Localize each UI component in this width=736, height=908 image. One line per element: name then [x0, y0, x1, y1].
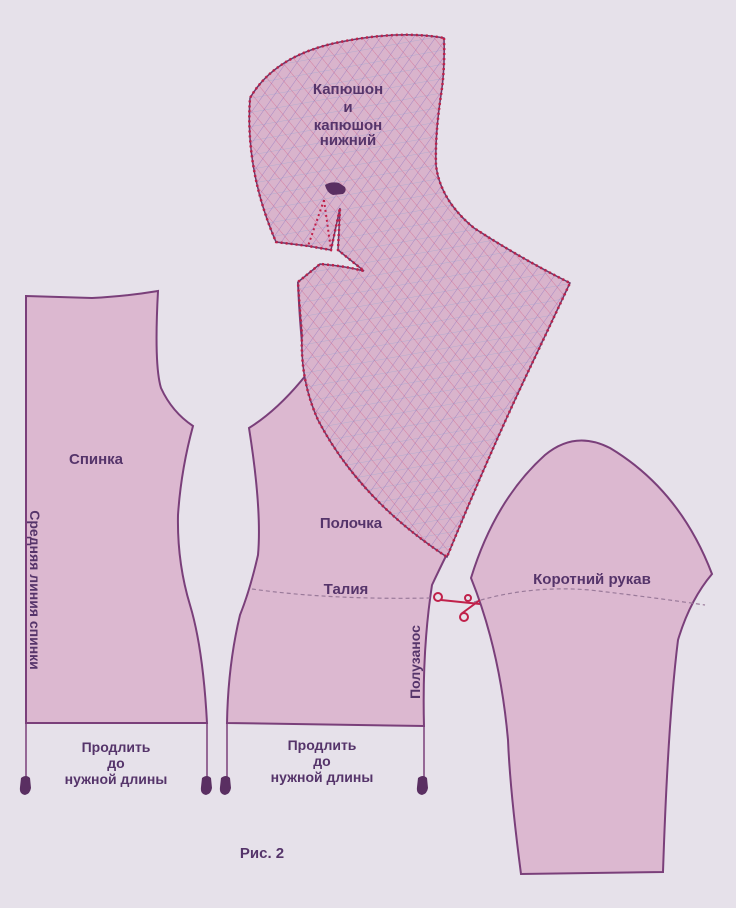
scissors-icon: [433, 592, 481, 622]
extend-mid-line2: до: [313, 753, 330, 769]
extend-left-line1: Продлить: [82, 739, 151, 755]
pointing-hand-icon: [416, 776, 428, 795]
extend-mid-line1: Продлить: [288, 737, 357, 753]
extend-left-line3: нужной длины: [65, 771, 168, 787]
sleeve-piece: [469, 439, 714, 876]
hood-label-line4: нижний: [320, 132, 376, 149]
hood-label-line1: Капюшон: [313, 81, 383, 98]
overlap-label: Полузанос: [407, 625, 423, 699]
pointing-hand-icon: [219, 776, 231, 795]
hood-label-line3: капюшон: [314, 117, 382, 134]
pointing-hand-icon: [19, 776, 31, 795]
back-center-label: Средняя линия спинки: [27, 510, 43, 670]
pointing-hand-icon: [200, 776, 212, 795]
front-piece: [225, 281, 448, 785]
sleeve-label: Коротний рукав: [533, 571, 651, 588]
figure-caption: Рис. 2: [240, 845, 284, 862]
pointing-hand-icon: [325, 182, 346, 195]
hood-piece: [248, 33, 572, 559]
back-label: Спинка: [69, 451, 124, 468]
extend-mid-line3: нужной длины: [271, 769, 374, 785]
waist-label: Талия: [324, 581, 369, 598]
hood-label-line2: и: [343, 99, 352, 116]
back-piece: [25, 289, 209, 785]
front-label: Полочка: [320, 515, 383, 532]
extend-left-line2: до: [107, 755, 124, 771]
